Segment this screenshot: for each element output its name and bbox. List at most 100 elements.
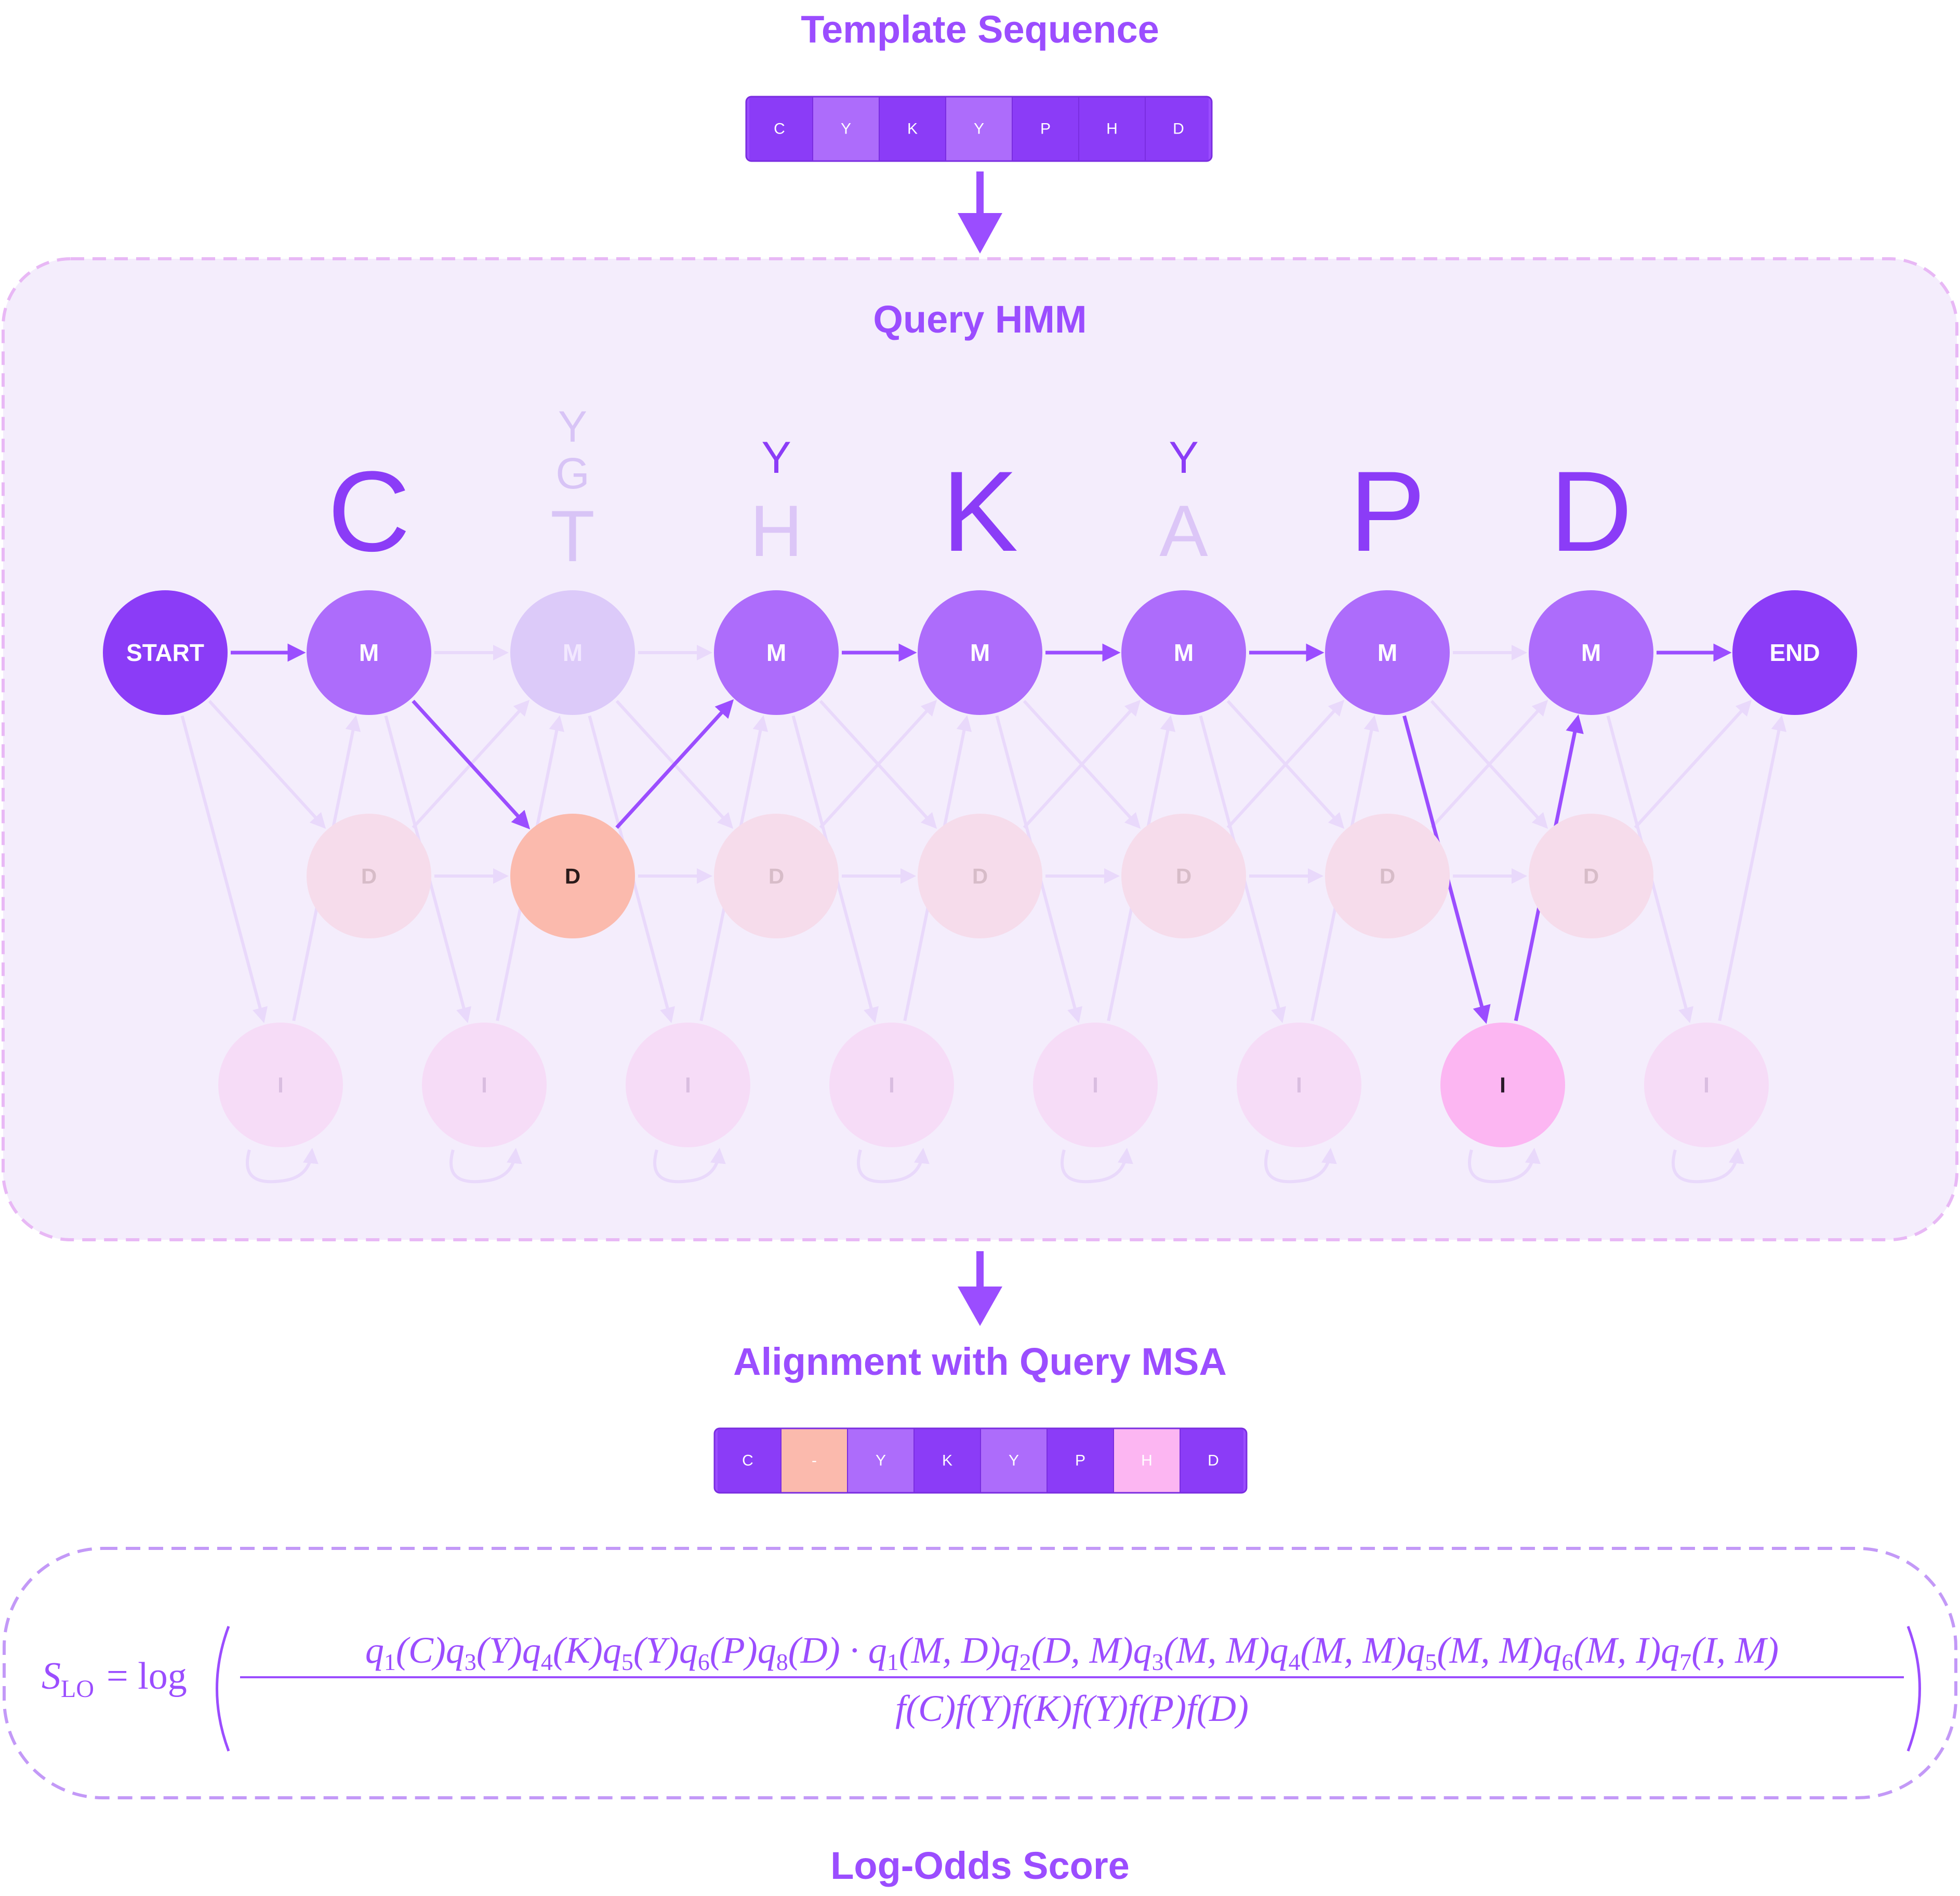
sequence-letter: P [1040,121,1051,138]
match-state: M [714,590,839,715]
end-state: END [1732,590,1857,715]
match-state-label: M [970,639,990,666]
formula-lhs: S [42,1655,61,1698]
sequence-cell [1047,1428,1114,1493]
emission-letter: T [550,495,595,577]
numerator-term: q [758,1629,776,1671]
sequence-letter: Y [841,121,851,138]
insert-state-label: I [481,1073,487,1097]
score-title: Log-Odds Score [830,1844,1130,1887]
delete-state: D [1121,814,1246,938]
insert-state: I [829,1023,954,1147]
match-state: M [918,590,1042,715]
sequence-cell [1079,97,1145,161]
numerator-term: q [1661,1629,1679,1671]
sequence-cell [1180,1428,1243,1493]
emission-letter: G [555,449,589,498]
numerator-term: · [840,1629,868,1671]
match-state: M [1529,590,1653,715]
transition-arrow [180,715,268,1024]
sequence-cell [981,1428,1047,1493]
sequence-cell [847,1428,914,1493]
insert-self-loop [449,1148,522,1184]
start-state-label: START [126,639,204,666]
insert-self-loop [1468,1148,1541,1184]
sequence-letter: H [1106,121,1118,138]
insert-self-loop [1264,1148,1337,1184]
numerator-term: q [1133,1629,1152,1671]
delete-state-label: D [1380,864,1395,889]
emission-letter: H [750,490,802,572]
delete-state: D [510,814,635,938]
sequence-cell [781,1428,847,1493]
emission-letter: Y [761,433,791,483]
delete-state: D [918,814,1042,938]
sequence-letter: K [942,1452,952,1469]
match-state: M [1325,590,1450,715]
sequence-cell [879,97,946,161]
log-odds-formula: SLO = log q1(C)q3(Y)q4(K)q5(Y)q6(P)q8(D) … [42,1626,1921,1752]
insert-state-label: I [889,1073,895,1097]
insert-state-label: I [1296,1073,1302,1097]
match-state-label: M [563,639,582,666]
match-state: M [1121,590,1246,715]
numerator-term: q [446,1629,465,1671]
sequence-letter: D [1173,121,1184,138]
delete-state: D [307,814,431,938]
insert-state-label: I [1500,1073,1506,1097]
numerator-term: q [522,1629,541,1671]
insert-self-loop [1672,1148,1744,1184]
match-state: M [510,590,635,715]
transition-arrow [819,699,937,829]
delete-state-label: D [972,864,988,889]
delete-state-label: D [565,864,580,889]
sequence-cell [718,1428,781,1493]
transition-arrow [1023,699,1141,829]
end-state-label: END [1769,639,1820,666]
transition-arrow [1634,699,1752,829]
numerator-term: q [679,1629,698,1671]
numerator-term: q [365,1629,384,1671]
delete-state-label: D [1583,864,1599,889]
transition-arrow [615,699,734,829]
sequence-letter: Y [876,1452,886,1469]
formula-denominator: f(C)f(Y)f(K)f(Y)f(P)f(D) [895,1688,1249,1729]
sequence-cell [1114,1428,1180,1493]
formula-lhs-subscript: LO [61,1675,94,1703]
delete-state: D [714,814,839,938]
delete-state: D [1325,814,1450,938]
sequence-letter: - [812,1452,817,1469]
sequence-letter: K [907,121,918,138]
transition-arrow [1226,699,1345,829]
sequence-cell [813,97,879,161]
match-state-label: M [359,639,379,666]
sequence-letter: C [774,121,785,138]
numerator-term: q [868,1629,887,1671]
template-title: Template Sequence [801,8,1159,51]
insert-self-loop [246,1148,319,1184]
emission-letter: Y [558,402,587,451]
formula-equals-log: = log [107,1655,187,1698]
sequence-letter: H [1141,1452,1153,1469]
sequence-letter: Y [974,121,984,138]
transition-arrow [1718,715,1787,1022]
delete-state: D [1529,814,1653,938]
insert-state-label: I [685,1073,691,1097]
transition-arrow [412,699,531,830]
insert-state: I [218,1023,343,1147]
hmm-title: Query HMM [873,298,1087,341]
sequence-letter: Y [1009,1452,1019,1469]
emission-letter: A [1159,490,1208,572]
insert-self-loop [653,1148,726,1184]
formula-numerator: q1(C)q3(Y)q4(K)q5(Y)q6(P)q8(D) · q1(M, D… [365,1629,1779,1675]
insert-state-label: I [1092,1073,1098,1097]
emission-letter: C [328,447,410,575]
numerator-term: q [1270,1629,1289,1671]
match-state: M [307,590,431,715]
insert-state-label: I [277,1073,284,1097]
down-arrow-icon [958,1251,1002,1326]
match-state-label: M [1581,639,1601,666]
